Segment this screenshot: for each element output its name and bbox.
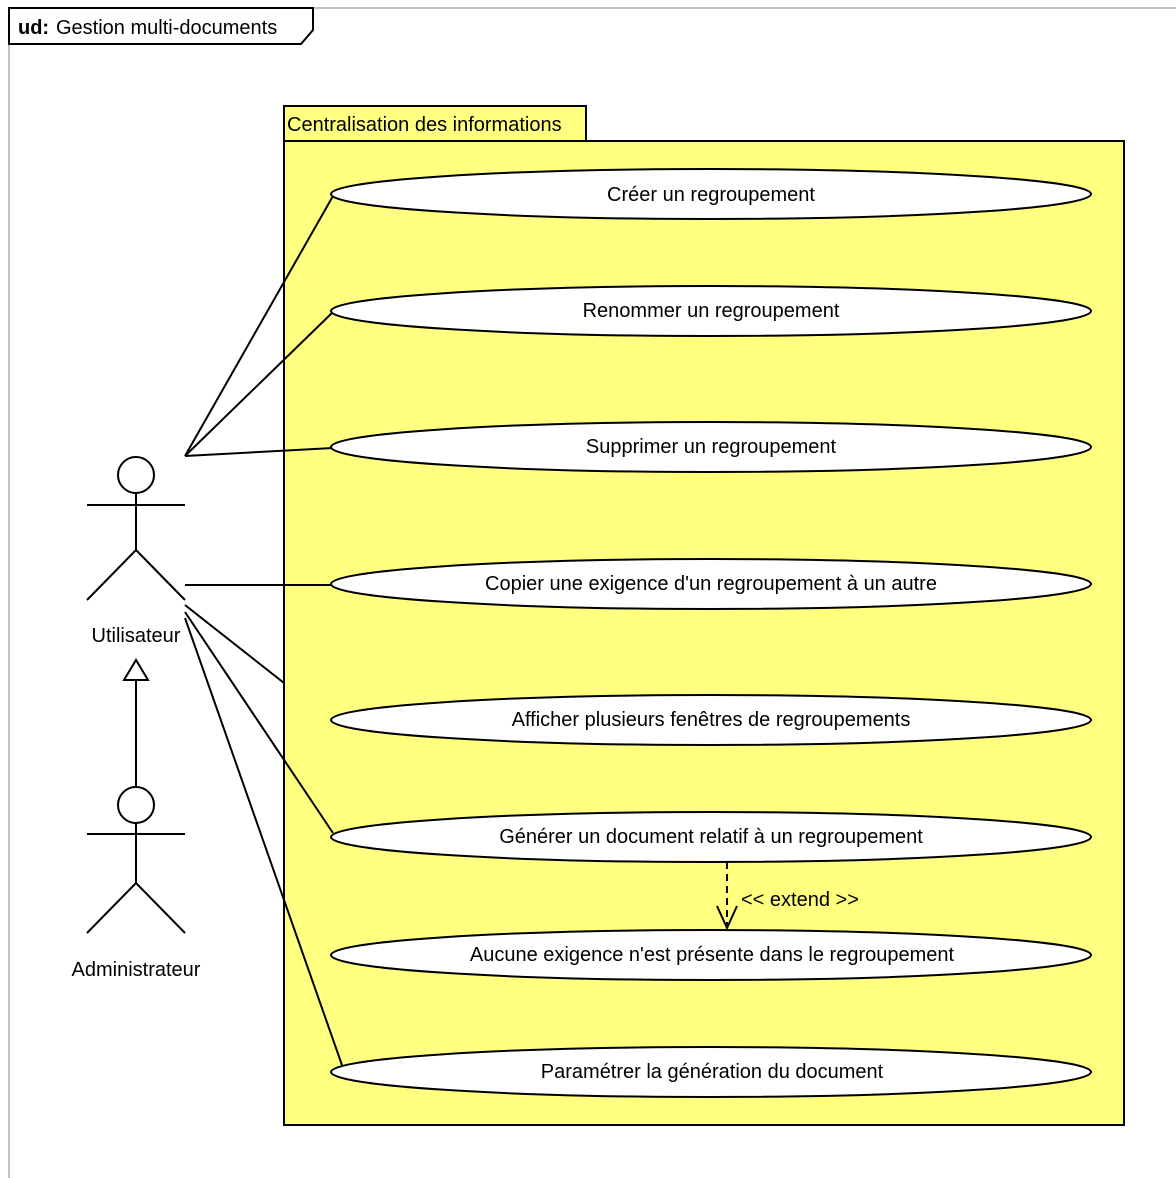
extend-relationship: << extend >> <box>716 862 859 931</box>
association-uc1 <box>184 195 334 457</box>
association-uc2 <box>184 311 334 457</box>
use-case-generer[interactable]: Générer un document relatif à un regroup… <box>330 811 1092 863</box>
use-case-parametrer[interactable]: Paramétrer la génération du document <box>330 1046 1092 1098</box>
use-case-label: Copier une exigence d'un regroupement à … <box>485 573 937 595</box>
use-case-label: Renommer un regroupement <box>583 300 840 322</box>
association-uc6 <box>184 611 334 834</box>
actor-administrateur-name: Administrateur <box>72 959 201 981</box>
actor-utilisateur-name: Utilisateur <box>92 625 181 647</box>
generalization-triangle <box>122 658 150 681</box>
use-case-renommer[interactable]: Renommer un regroupement <box>330 285 1092 337</box>
association-uc3 <box>184 447 334 457</box>
actor-left-leg <box>86 882 137 934</box>
diagram-frame: ud: Gestion multi-documents <box>8 7 1176 1178</box>
frame-name-tab <box>8 7 314 45</box>
package-title: Centralisation des informations <box>287 114 562 136</box>
frame-title: Gestion multi-documents <box>56 17 277 39</box>
use-case-label: Afficher plusieurs fenêtres de regroupem… <box>512 709 911 731</box>
association-uc8 <box>184 617 344 1069</box>
actor-utilisateur[interactable]: Utilisateur <box>86 456 186 647</box>
actor-right-leg <box>135 549 186 601</box>
use-case-copier[interactable]: Copier une exigence d'un regroupement à … <box>330 558 1092 610</box>
use-case-creer[interactable]: Créer un regroupement <box>330 168 1092 220</box>
use-case-afficher[interactable]: Afficher plusieurs fenêtres de regroupem… <box>330 694 1092 746</box>
associations <box>184 195 344 1069</box>
extend-arrowhead <box>716 905 738 931</box>
generalization <box>122 658 150 787</box>
use-case-label: Aucune exigence n'est présente dans le r… <box>470 944 955 966</box>
actor-head <box>117 786 155 824</box>
use-case-label: Supprimer un regroupement <box>586 436 837 458</box>
actor-head <box>117 456 155 494</box>
frame-keyword: ud: <box>18 17 49 39</box>
use-case-aucune-exigence[interactable]: Aucune exigence n'est présente dans le r… <box>330 929 1092 981</box>
use-case-label: Paramétrer la génération du document <box>541 1061 884 1083</box>
actor-administrateur[interactable]: Administrateur <box>72 786 201 981</box>
package-tab <box>283 105 587 142</box>
actor-right-leg <box>135 882 186 934</box>
extend-label: << extend >> <box>741 889 859 911</box>
actor-left-leg <box>86 549 137 601</box>
use-case-supprimer[interactable]: Supprimer un regroupement <box>330 421 1092 473</box>
use-cases: Créer un regroupement Renommer un regrou… <box>330 168 1092 1098</box>
use-case-label: Générer un document relatif à un regroup… <box>499 826 923 848</box>
use-case-label: Créer un regroupement <box>607 184 815 206</box>
association-uc5 <box>184 604 285 684</box>
